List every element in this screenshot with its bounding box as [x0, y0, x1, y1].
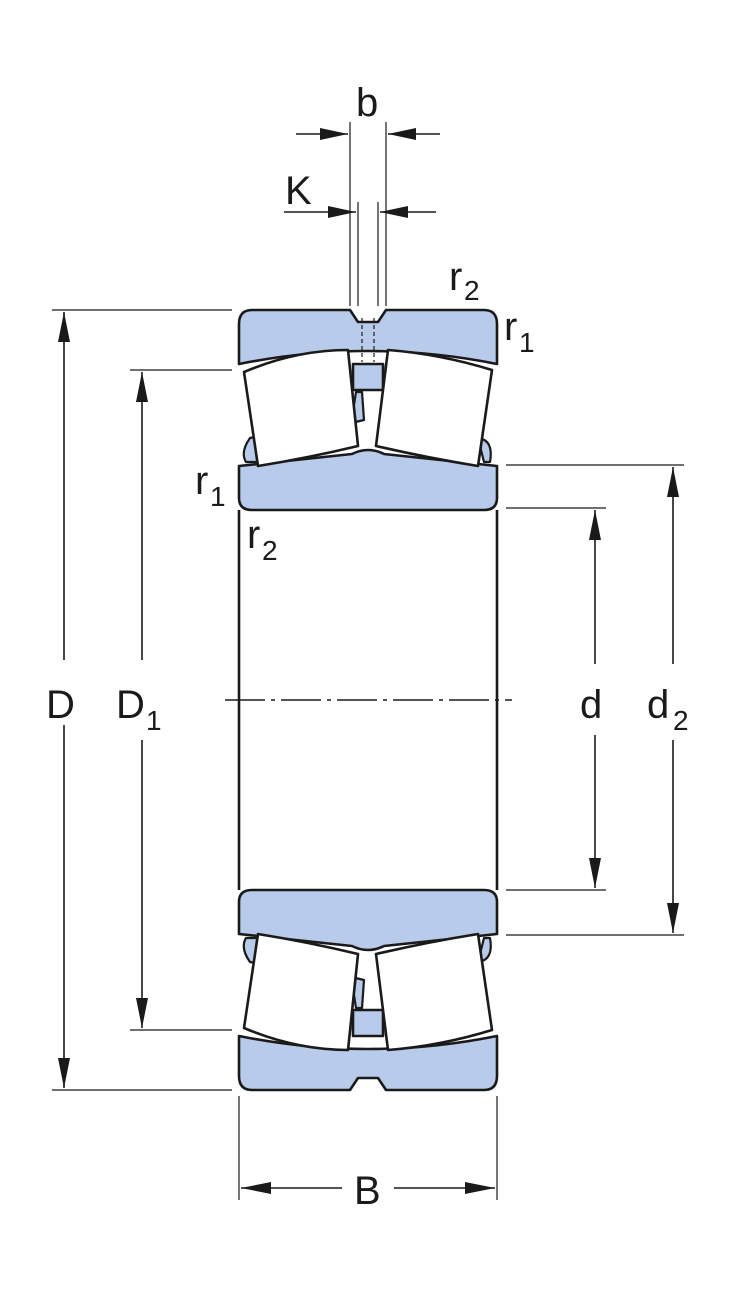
label-r2-top-sub: 2 — [464, 275, 480, 306]
inner-ring-top — [237, 448, 499, 512]
dim-D-arrow-bottom — [58, 1058, 70, 1088]
label-r1-top-main: r — [504, 305, 517, 349]
label-r1-left-main: r — [195, 459, 208, 503]
label-r2-left-sub: 2 — [262, 535, 278, 566]
dim-K-arrow-right — [380, 206, 408, 218]
guide-ring-top — [351, 362, 385, 392]
label-K: K — [285, 169, 312, 213]
dimension-d: d — [580, 510, 602, 888]
label-d2: d — [647, 683, 669, 727]
roller-top-right — [374, 348, 494, 468]
label-r2-left-main: r — [247, 513, 260, 557]
label-D: D — [46, 683, 75, 727]
label-r1-top-sub: 1 — [519, 327, 535, 358]
dim-D1-arrow-bottom — [136, 998, 148, 1028]
dim-K-arrow-left — [328, 206, 356, 218]
roller-bottom-right — [374, 932, 494, 1052]
dimension-D1: D 1 — [116, 372, 162, 1028]
label-d: d — [580, 683, 602, 727]
label-B: B — [354, 1169, 381, 1213]
extension-lines — [52, 122, 684, 1200]
dim-d2-arrow-top — [667, 467, 679, 497]
dim-B-arrow-right — [465, 1182, 495, 1194]
dim-b-arrow-right — [388, 128, 416, 140]
label-r1-top: r 1 — [504, 305, 535, 358]
label-D1: D — [116, 683, 145, 727]
label-r1-left: r 1 — [195, 459, 226, 512]
roller-bottom-left — [242, 932, 360, 1052]
upper-section — [237, 308, 499, 512]
dimension-B: B — [241, 1169, 495, 1213]
dimension-b: b — [296, 81, 440, 140]
label-r2-top: r 2 — [449, 255, 480, 306]
dim-d2-arrow-bottom — [667, 903, 679, 933]
label-d2-subscript: 2 — [673, 705, 689, 736]
guide-ring-bottom — [351, 1008, 385, 1038]
label-D1-subscript: 1 — [146, 705, 162, 736]
outer-ring-top — [237, 308, 499, 366]
dim-D-arrow-top — [58, 312, 70, 342]
dimension-d2: d 2 — [647, 467, 689, 933]
dim-d-arrow-bottom — [589, 858, 601, 888]
roller-top-left — [242, 348, 360, 468]
dim-B-arrow-left — [241, 1182, 271, 1194]
dimension-D: D — [46, 312, 75, 1088]
dim-d-arrow-top — [589, 510, 601, 540]
outer-ring-bottom — [237, 1034, 499, 1092]
lower-section — [237, 888, 499, 1092]
label-b: b — [356, 81, 378, 125]
label-r2-left: r 2 — [247, 513, 278, 566]
dim-D1-arrow-top — [136, 372, 148, 402]
dim-b-arrow-left — [320, 128, 348, 140]
label-r2-top-main: r — [449, 255, 462, 299]
label-r1-left-sub: 1 — [210, 481, 226, 512]
inner-ring-bottom — [237, 888, 499, 952]
dimension-K: K — [284, 169, 436, 218]
